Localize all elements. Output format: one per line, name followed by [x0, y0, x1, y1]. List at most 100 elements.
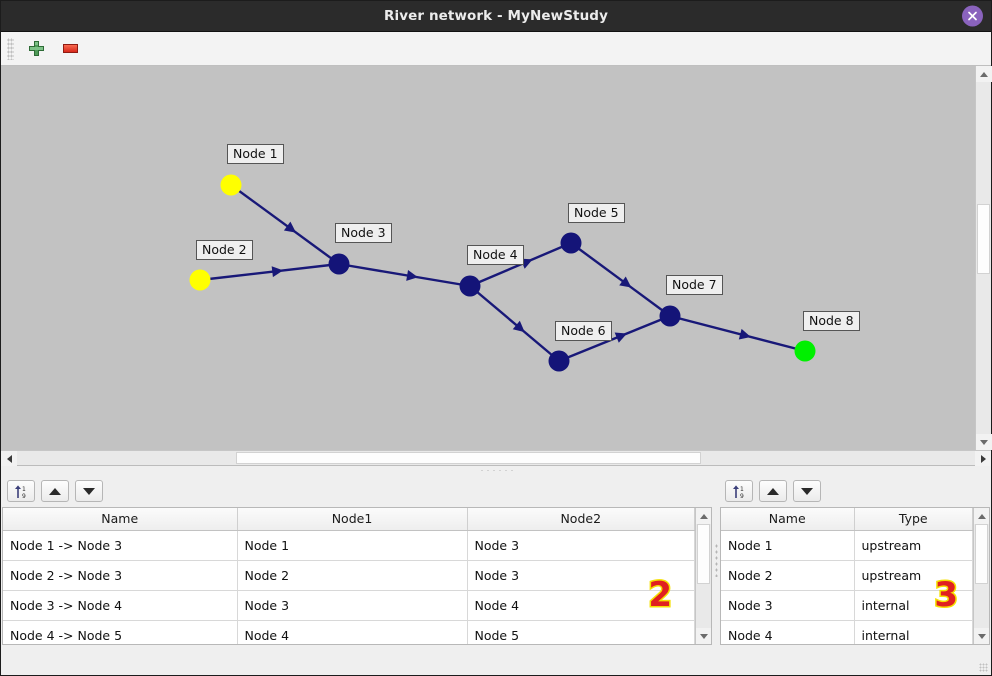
links-sort-button[interactable]: 1 9 [7, 480, 35, 502]
node-label[interactable]: Node 7 [666, 275, 723, 296]
links-table-cell[interactable]: Node 5 [467, 620, 695, 644]
nodes-table-cell[interactable]: internal [854, 620, 973, 644]
nodes-scroll-down-button[interactable] [974, 628, 989, 644]
links-table-cell[interactable]: Node 3 [467, 530, 695, 561]
hscroll-track[interactable] [17, 451, 975, 465]
add-node-button[interactable] [24, 37, 48, 61]
links-table-cell[interactable]: Node 2 [237, 560, 468, 591]
nodes-table-cell[interactable]: Node 4 [721, 620, 855, 644]
links-column-header[interactable]: Node2 [467, 508, 695, 531]
network-edge[interactable] [669, 314, 806, 353]
scroll-up-button[interactable] [976, 66, 992, 82]
network-node[interactable] [548, 350, 570, 372]
links-vertical-scrollbar[interactable] [695, 508, 711, 644]
nodes-column-header[interactable]: Name [721, 508, 855, 531]
nodes-scroll-up-button[interactable] [974, 508, 989, 524]
node-label[interactable]: Node 4 [467, 245, 524, 266]
links-table-cell[interactable]: Node 3 [467, 560, 695, 591]
vertical-splitter[interactable] [712, 475, 720, 645]
nodes-table-cell[interactable]: Node 2 [721, 560, 855, 591]
nodes-vscroll-track[interactable] [974, 524, 989, 628]
scroll-down-button[interactable] [976, 434, 992, 450]
nodes-table-cell[interactable]: internal [854, 590, 973, 621]
nodes-column-header[interactable]: Type [854, 508, 973, 531]
links-scroll-down-button[interactable] [696, 628, 711, 644]
nodes-move-down-button[interactable] [793, 480, 821, 502]
network-edge[interactable] [230, 184, 340, 265]
scroll-right-button[interactable] [975, 451, 991, 466]
resize-grip-icon[interactable] [979, 663, 988, 672]
network-edge[interactable] [570, 242, 671, 317]
nodes-table-cell[interactable]: Node 1 [721, 530, 855, 561]
node-label[interactable]: Node 6 [555, 321, 612, 342]
vscroll-thumb[interactable] [977, 204, 990, 274]
network-edge[interactable] [558, 314, 671, 363]
links-scroll-up-button[interactable] [696, 508, 711, 524]
links-vscroll-thumb[interactable] [697, 524, 710, 584]
toolbar-grip[interactable] [7, 37, 14, 60]
network-node[interactable] [560, 232, 582, 254]
network-node[interactable] [328, 253, 350, 275]
links-table-cell[interactable]: Node 2 -> Node 3 [3, 560, 238, 591]
remove-node-button[interactable] [58, 37, 82, 61]
vscroll-track[interactable] [976, 82, 991, 434]
annotation-marker-3: 3 [933, 574, 960, 617]
links-vscroll-track[interactable] [696, 524, 711, 628]
hscroll-thumb[interactable] [236, 452, 701, 464]
nodes-table-cell[interactable]: upstream [854, 530, 973, 561]
links-move-up-button[interactable] [41, 480, 69, 502]
node-label[interactable]: Node 2 [196, 240, 253, 261]
close-icon[interactable] [962, 5, 983, 27]
node-label[interactable]: Node 5 [568, 203, 625, 224]
node-label[interactable]: Node 8 [803, 311, 860, 332]
node-label[interactable]: Node 3 [335, 223, 392, 244]
links-move-down-button[interactable] [75, 480, 103, 502]
network-node[interactable] [459, 275, 481, 297]
chevron-down-icon [700, 633, 708, 639]
nodes-sort-button[interactable]: 1 9 [725, 480, 753, 502]
network-edge[interactable] [199, 262, 340, 282]
network-node[interactable] [659, 305, 681, 327]
links-table-cell[interactable]: Node 4 [467, 590, 695, 621]
links-table-cell[interactable]: Node 4 [237, 620, 468, 644]
links-column-header[interactable]: Node1 [237, 508, 468, 531]
links-table-cell[interactable]: Node 1 [237, 530, 468, 561]
nodes-table-cell[interactable]: Node 3 [721, 590, 855, 621]
network-edge[interactable] [338, 262, 471, 288]
canvas-vertical-scrollbar[interactable] [975, 66, 992, 450]
nodes-vscroll-thumb[interactable] [975, 524, 988, 584]
nodes-move-up-button[interactable] [759, 480, 787, 502]
nodes-vertical-scrollbar[interactable] [973, 508, 989, 644]
links-table-cell[interactable]: Node 1 -> Node 3 [3, 530, 238, 561]
network-node[interactable] [794, 340, 816, 362]
scroll-left-button[interactable] [1, 451, 17, 466]
network-node[interactable] [189, 269, 211, 291]
canvas-horizontal-scrollbar[interactable] [1, 450, 991, 466]
network-edge[interactable] [469, 285, 560, 362]
node-label[interactable]: Node 1 [227, 144, 284, 165]
nodes-table-cell[interactable]: upstream [854, 560, 973, 591]
links-table-cell[interactable]: Node 3 -> Node 4 [3, 590, 238, 621]
links-table-cell[interactable]: Node 4 -> Node 5 [3, 620, 238, 644]
svg-text:9: 9 [22, 493, 26, 499]
links-column-header[interactable]: Name [3, 508, 238, 531]
horizontal-splitter[interactable] [1, 466, 991, 475]
network-node[interactable] [220, 174, 242, 196]
links-table-cell[interactable]: Node 3 [237, 590, 468, 621]
